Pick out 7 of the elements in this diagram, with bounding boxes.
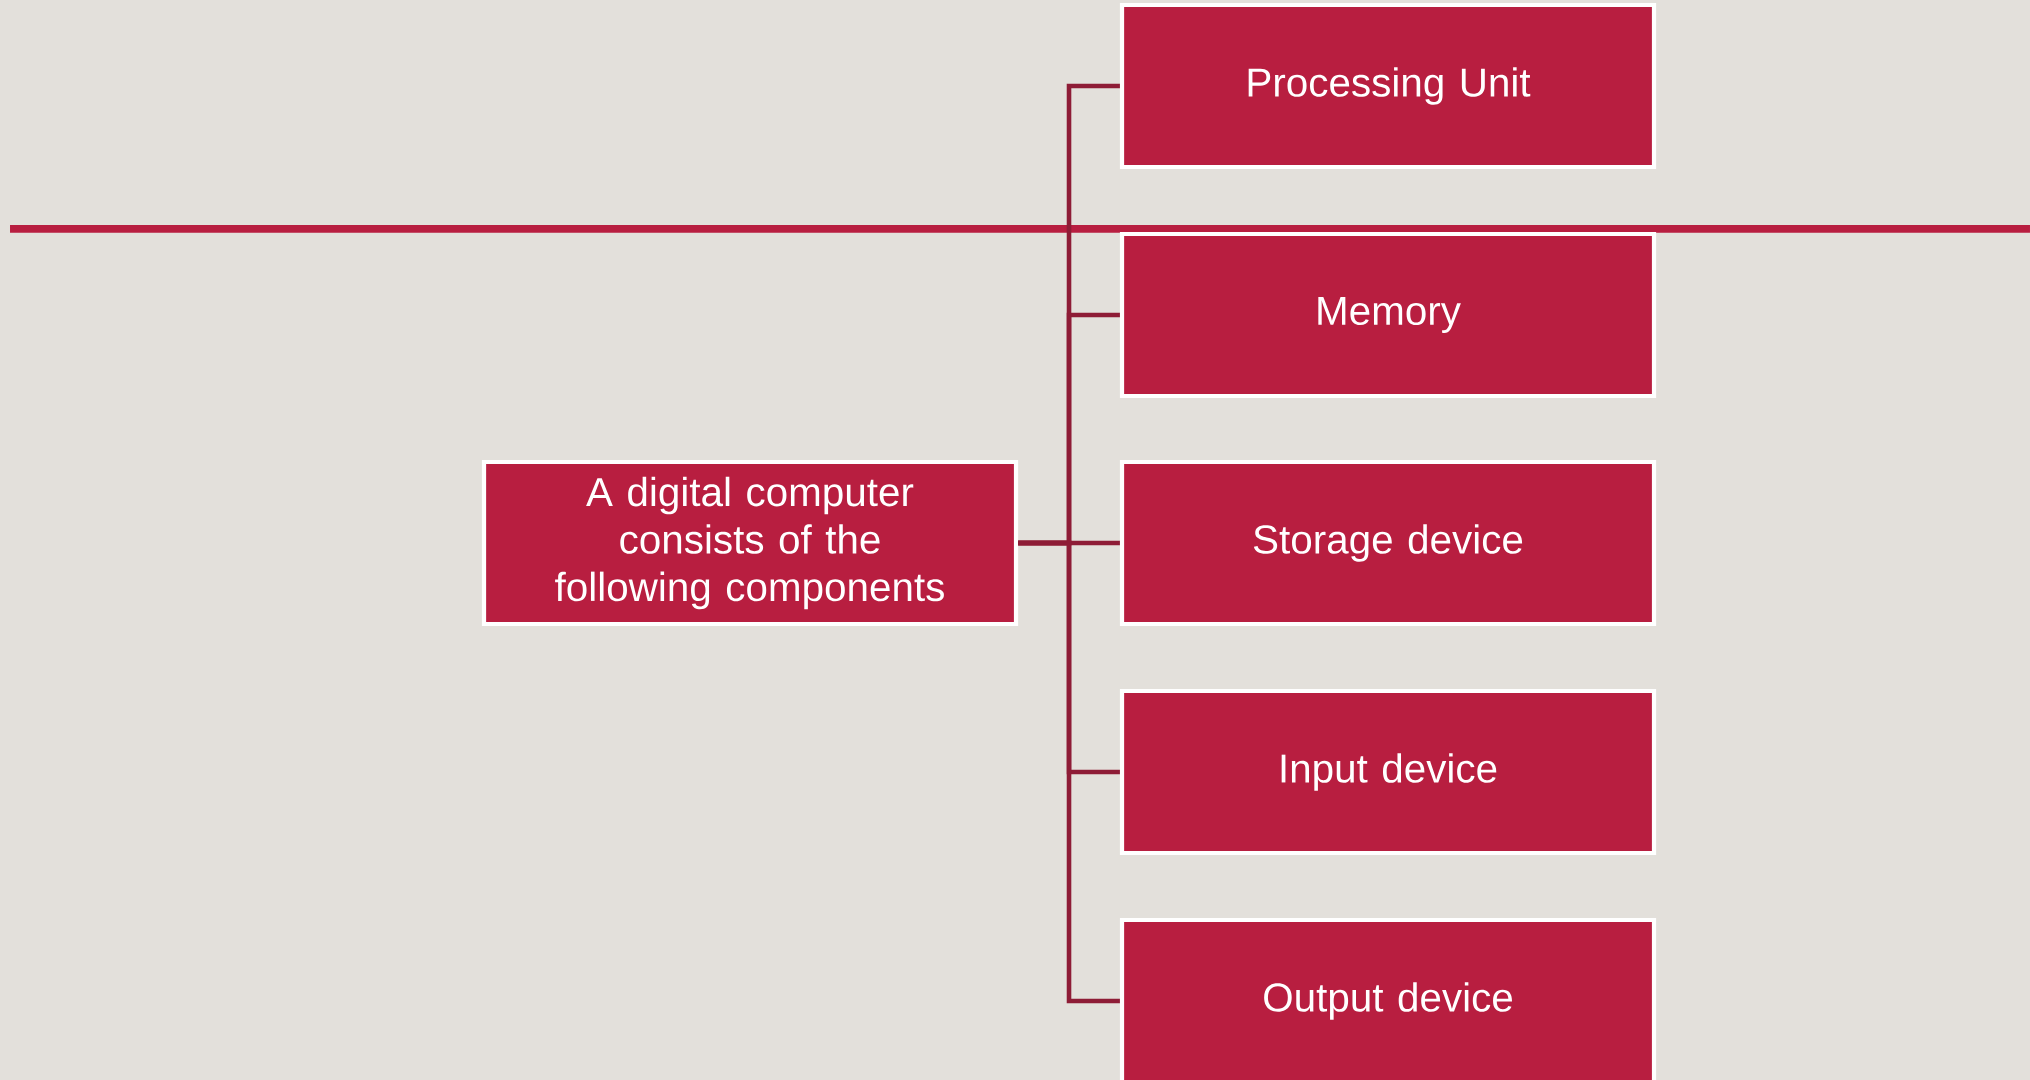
component-box: Input device	[1119, 688, 1657, 856]
component-box: Output device	[1119, 917, 1657, 1080]
component-box: Processing Unit	[1119, 2, 1657, 170]
component-box: A digital computer consists of the following components	[481, 459, 1019, 627]
component-box: Storage device	[1119, 459, 1657, 627]
component-box: Memory	[1119, 231, 1657, 399]
connector-line	[1018, 540, 1120, 1004]
